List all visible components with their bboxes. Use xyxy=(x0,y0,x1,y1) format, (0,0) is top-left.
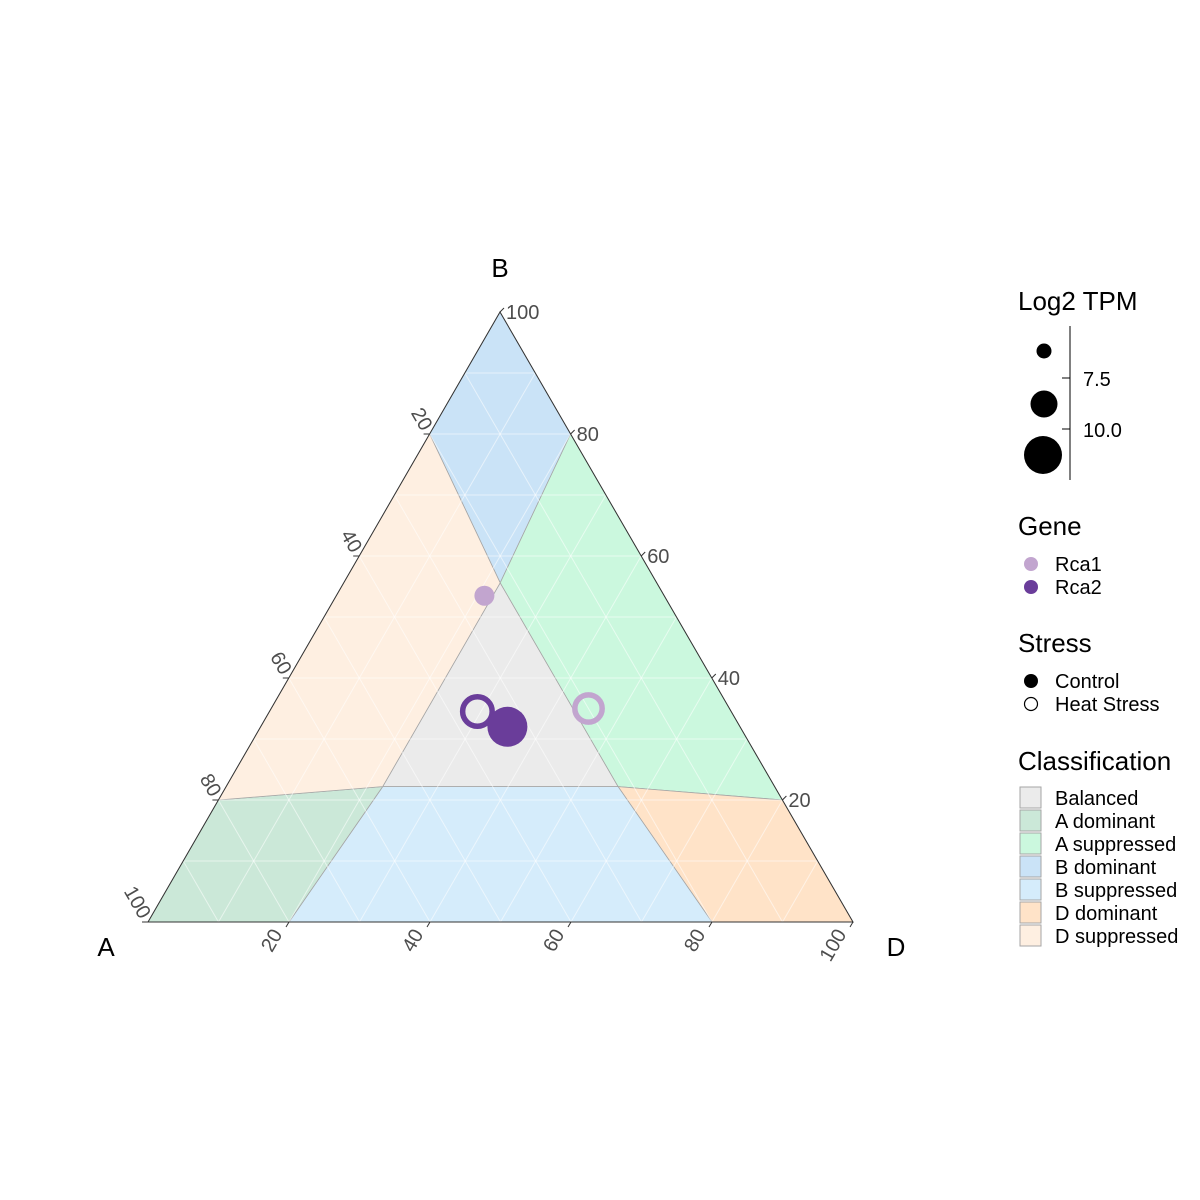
gene-legend-key-rca2 xyxy=(1024,580,1038,594)
grid-line xyxy=(570,677,713,923)
classification-label-d-dominant: D dominant xyxy=(1055,903,1158,925)
classification-key-d-suppressed xyxy=(1019,924,1042,947)
stress-legend-label-heat-stress: Heat Stress xyxy=(1055,694,1159,716)
grid-line xyxy=(464,372,783,923)
stress-legend: Stress Control Heat Stress xyxy=(1018,628,1159,716)
classification-label-a-dominant: A dominant xyxy=(1055,811,1156,833)
size-legend-title: Log2 TPM xyxy=(1018,286,1137,316)
grid-line xyxy=(217,799,290,923)
tick-mark-d xyxy=(567,921,572,928)
grid-line xyxy=(393,494,642,923)
tick-label-d: 40 xyxy=(398,926,428,956)
size-legend-circle-medium xyxy=(1030,390,1058,418)
tick-mark-d xyxy=(708,921,713,928)
size-legend-circle-small xyxy=(1036,343,1052,359)
stress-legend-label-control: Control xyxy=(1055,671,1119,693)
grid-line xyxy=(711,799,783,923)
classification-key-a-suppressed xyxy=(1019,832,1042,855)
tick-label-b: 40 xyxy=(718,668,740,690)
axis-label-b: B xyxy=(491,253,508,283)
gene-legend-label-rca1: Rca1 xyxy=(1055,554,1102,576)
stress-legend-key-control xyxy=(1024,674,1038,688)
data-points xyxy=(459,585,605,747)
grid-line xyxy=(359,494,607,923)
classification-key-b-suppressed xyxy=(1019,878,1042,901)
grid-line xyxy=(641,738,748,923)
tick-label-d: 60 xyxy=(539,926,569,956)
size-legend-label-1: 7.5 xyxy=(1083,369,1111,391)
grid-lines xyxy=(182,372,819,923)
data-point-rca2-control xyxy=(487,706,528,747)
data-point-rca2-heat-stress xyxy=(459,693,495,730)
axis-label-d: D xyxy=(887,932,906,962)
classification-key-balanced xyxy=(1019,786,1042,809)
classification-label-a-suppressed: A suppressed xyxy=(1055,834,1176,856)
axis-label-a: A xyxy=(97,932,115,962)
grid-line xyxy=(218,372,536,923)
tick-mark-d xyxy=(426,921,431,928)
grid-line xyxy=(253,738,360,923)
gene-legend-label-rca2: Rca2 xyxy=(1055,577,1102,599)
tick-label-d: 100 xyxy=(816,926,852,966)
classification-key-b-dominant xyxy=(1019,855,1042,878)
tick-mark-d xyxy=(285,921,290,928)
gene-legend-title: Gene xyxy=(1018,511,1082,541)
classification-label-b-suppressed: B suppressed xyxy=(1055,880,1177,902)
classification-label-b-dominant: B dominant xyxy=(1055,857,1157,879)
tick-mark-b xyxy=(782,795,787,801)
size-legend-circle-large xyxy=(1024,436,1062,474)
tick-label-b: 60 xyxy=(647,546,669,568)
axis-labels: A B D xyxy=(97,253,905,962)
tick-mark-b xyxy=(640,551,646,557)
gene-legend-key-rca1 xyxy=(1024,557,1038,571)
classification-key-a-dominant xyxy=(1019,809,1042,832)
data-point-rca1-heat-stress xyxy=(572,692,605,725)
stress-legend-title: Stress xyxy=(1018,628,1092,658)
tick-mark-b xyxy=(499,307,505,313)
tick-label-a: 100 xyxy=(119,883,155,923)
tick-mark-b xyxy=(570,429,575,435)
grid-line xyxy=(288,677,431,923)
grid-line xyxy=(500,616,677,923)
classification-label-balanced: Balanced xyxy=(1055,788,1138,810)
tick-mark-b xyxy=(711,673,717,679)
size-legend-label-2: 10.0 xyxy=(1083,420,1122,442)
tick-label-b: 80 xyxy=(577,424,599,446)
size-legend: Log2 TPM 7.5 10.0 xyxy=(1018,286,1137,480)
triangle-border xyxy=(147,311,854,923)
tick-label-d: 20 xyxy=(257,926,287,956)
gene-legend: Gene Rca1 Rca2 xyxy=(1018,511,1102,599)
tick-label-b: 100 xyxy=(506,302,539,324)
stress-legend-key-heat-stress xyxy=(1023,696,1039,712)
triangle-outline xyxy=(147,311,854,923)
tick-mark-d xyxy=(849,921,854,928)
tick-label-b: 20 xyxy=(788,790,810,812)
grid-line xyxy=(323,616,501,923)
grid-line xyxy=(782,860,819,923)
tick-label-d: 80 xyxy=(680,926,710,956)
legend: Log2 TPM 7.5 10.0 Gene Rca1 Rca2 Stress … xyxy=(1018,286,1178,948)
classification-label-d-suppressed: D suppressed xyxy=(1055,926,1178,948)
classification-legend-title: Classification xyxy=(1018,746,1171,776)
classification-key-d-dominant xyxy=(1019,901,1042,924)
data-point-rca1-control xyxy=(474,585,495,606)
grid-line xyxy=(182,860,219,923)
